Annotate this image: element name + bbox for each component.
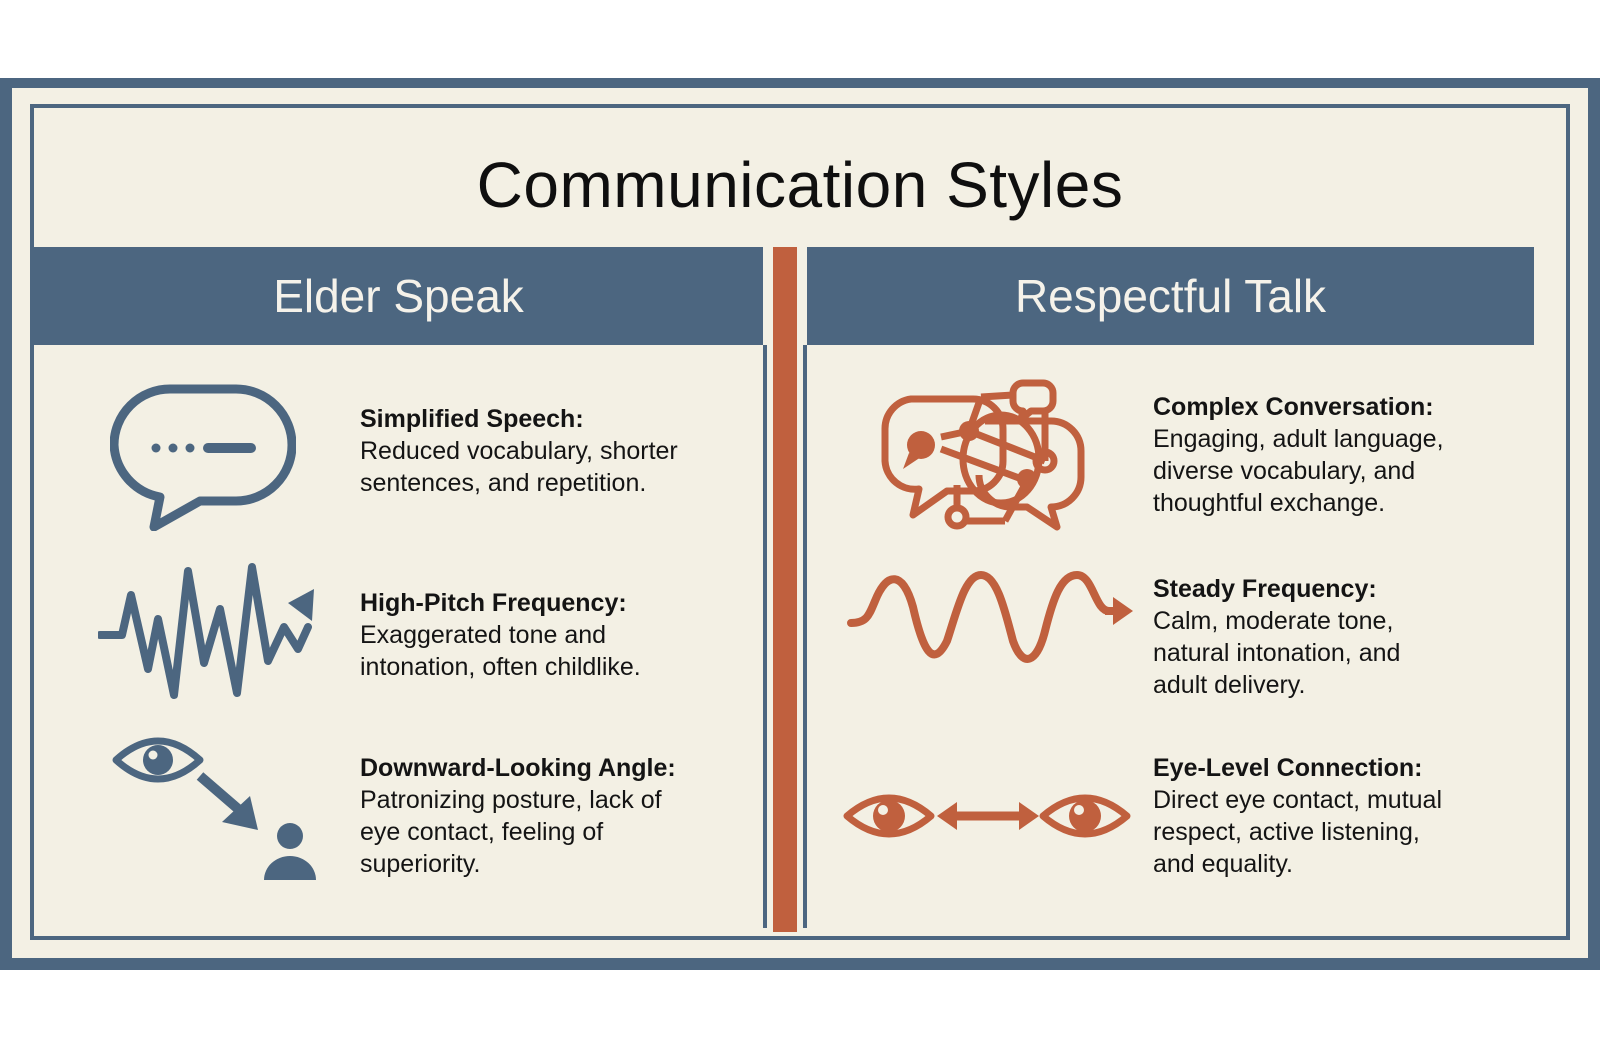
item-desc-line: superiority. — [360, 850, 481, 878]
item-text: Eye-Level Connection: Direct eye contact… — [1153, 752, 1442, 880]
network-conversation-bubbles-icon — [881, 379, 1085, 531]
item-desc-line: sentences, and repetition. — [360, 469, 647, 497]
eye-looking-down-at-person-icon — [112, 737, 316, 880]
item-label: Simplified Speech: — [360, 405, 584, 433]
item-desc-line: respect, active listening, — [1153, 818, 1420, 846]
item-desc-line: Reduced vocabulary, shorter — [360, 437, 678, 465]
column-header-respectful-talk: Respectful Talk — [807, 247, 1534, 345]
list-item-complex-conversation: Complex Conversation: Engaging, adult la… — [807, 345, 1534, 535]
double-arrow-icon — [937, 802, 1039, 830]
item-desc-line: and equality. — [1153, 850, 1293, 878]
item-text: Simplified Speech: Reduced vocabulary, s… — [360, 403, 678, 499]
left-eye-icon — [843, 794, 935, 838]
list-item-eye-level-connection: Eye-Level Connection: Direct eye contact… — [807, 710, 1534, 920]
item-label: Eye-Level Connection: — [1153, 754, 1423, 782]
item-text: High-Pitch Frequency: Exaggerated tone a… — [360, 587, 641, 683]
item-desc-line: adult delivery. — [1153, 671, 1306, 699]
inner-border: Communication Styles Elder Speak Respect… — [30, 104, 1570, 940]
speech-bubble-ellipsis-icon — [110, 384, 296, 531]
smooth-wave-arrow-icon — [847, 571, 1133, 663]
item-text: Downward-Looking Angle: Patronizing post… — [360, 752, 676, 880]
item-desc-line: natural intonation, and — [1153, 639, 1401, 667]
list-item-simplified-speech: Simplified Speech: Reduced vocabulary, s… — [34, 345, 763, 535]
item-label: High-Pitch Frequency: — [360, 589, 627, 617]
item-text: Complex Conversation: Engaging, adult la… — [1153, 391, 1444, 519]
right-eye-icon — [1039, 794, 1131, 838]
center-divider — [773, 247, 797, 932]
list-item-downward-looking-angle: Downward-Looking Angle: Patronizing post… — [34, 710, 763, 920]
item-desc-line: Direct eye contact, mutual — [1153, 786, 1443, 814]
erratic-waveform-arrow-icon — [98, 563, 314, 699]
page-title: Communication Styles — [476, 149, 1124, 221]
list-item-high-pitch-frequency: High-Pitch Frequency: Exaggerated tone a… — [34, 535, 763, 710]
list-item-steady-frequency: Steady Frequency: Calm, moderate tone, n… — [807, 535, 1534, 710]
item-desc-line: Exaggerated tone and — [360, 621, 607, 649]
item-desc-line: eye contact, feeling of — [360, 818, 604, 846]
item-desc-line: intonation, often childlike. — [360, 653, 641, 681]
item-desc-line: Patronizing posture, lack of — [360, 786, 662, 814]
eyes-level-connection-icon — [843, 794, 1131, 838]
paper-background: Communication Styles Elder Speak Respect… — [12, 88, 1588, 958]
column-respectful-talk: Complex Conversation: Engaging, adult la… — [803, 345, 1534, 928]
item-desc-line: thoughtful exchange. — [1153, 489, 1386, 517]
column-elder-speak: Simplified Speech: Reduced vocabulary, s… — [34, 345, 767, 928]
item-label: Downward-Looking Angle: — [360, 754, 676, 782]
outer-frame: Communication Styles Elder Speak Respect… — [0, 78, 1600, 970]
item-label: Complex Conversation: — [1153, 393, 1434, 421]
item-label: Steady Frequency: — [1153, 575, 1377, 603]
item-text: Steady Frequency: Calm, moderate tone, n… — [1153, 573, 1400, 701]
item-desc-line: diverse vocabulary, and — [1153, 457, 1416, 485]
item-desc-line: Engaging, adult language, — [1153, 425, 1444, 453]
column-header-elder-speak: Elder Speak — [34, 247, 763, 345]
item-desc-line: Calm, moderate tone, — [1153, 607, 1394, 635]
